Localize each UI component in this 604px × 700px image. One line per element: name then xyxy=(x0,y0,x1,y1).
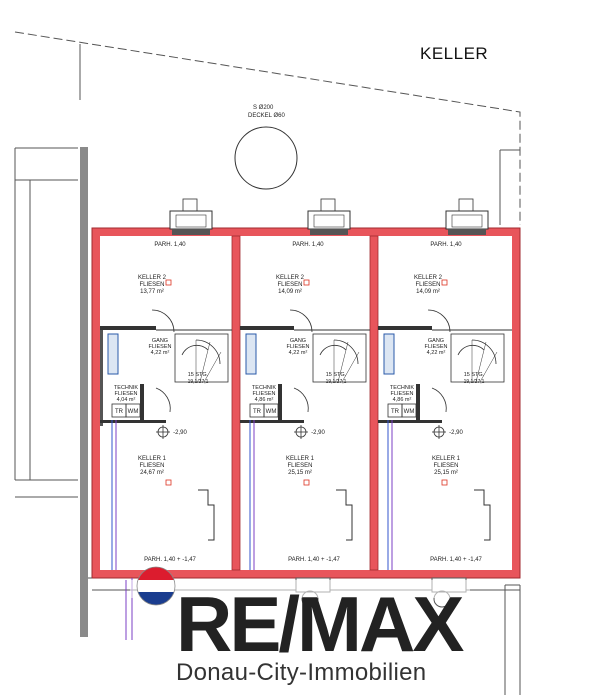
unit-3-keller2-area: 14,09 m² xyxy=(416,289,440,295)
unit-1-gang-floor: FLIESEN xyxy=(149,344,172,350)
unit-3-stairs-ratio: 19,1/27,1 xyxy=(464,379,485,385)
shaft-circle xyxy=(234,126,298,190)
light-well-2 xyxy=(307,198,351,235)
unit-1 xyxy=(100,279,232,570)
unit-1-gang-area: 4,22 m² xyxy=(151,350,170,356)
unit-2-stairs: 15 STG. xyxy=(326,372,347,378)
unit-3-keller1-name: KELLER 1 xyxy=(432,456,461,462)
unit-2-level: -2,90 xyxy=(311,430,325,436)
unit-2-gang-name: GANG xyxy=(290,338,306,344)
plan-title: KELLER xyxy=(420,44,489,63)
unit-3-stairs: 15 STG. xyxy=(464,372,485,378)
unit-3-tr: TR xyxy=(391,409,400,415)
party-wall-1 xyxy=(231,235,241,571)
unit-3-parking-top: PARH. 1,40 xyxy=(430,242,462,248)
unit-1-keller2-floor: FLIESEN xyxy=(139,282,164,288)
unit-2-technik-area: 4,86 m² xyxy=(255,397,274,403)
unit-3-keller2-name: KELLER 2 xyxy=(414,275,443,281)
unit-2-keller2-area: 14,09 m² xyxy=(278,289,302,295)
unit-2-wm: WM xyxy=(266,409,277,415)
brand-logo-text: RE/MAX xyxy=(176,580,464,668)
unit-1-keller2-name: KELLER 2 xyxy=(138,275,167,281)
unit-3-wm: WM xyxy=(404,409,415,415)
unit-1-level: -2,90 xyxy=(173,430,187,436)
balloon-logo-icon xyxy=(136,566,176,606)
unit-2-keller2-name: KELLER 2 xyxy=(276,275,305,281)
building-inner-area xyxy=(100,236,512,570)
shaft-note-line1: S Ø200 xyxy=(253,105,274,111)
unit-2-keller1-area: 25,15 m² xyxy=(288,470,312,476)
site-wall-strip xyxy=(80,147,88,637)
unit-3-technik-floor: FLIESEN xyxy=(391,391,414,397)
logo-backdrop xyxy=(130,580,470,598)
unit-1-technik-area: 4,04 m² xyxy=(117,397,136,403)
unit-2-parking-top: PARH. 1,40 xyxy=(292,242,324,248)
site-boundary xyxy=(14,31,521,695)
unit-2-keller1-name: KELLER 1 xyxy=(286,456,315,462)
unit-3-keller1-floor: FLIESEN xyxy=(433,463,458,469)
unit-1-parking-top: PARH. 1,40 xyxy=(154,242,186,248)
unit-1-technik-floor: FLIESEN xyxy=(115,391,138,397)
unit-3-gang-name: GANG xyxy=(428,338,444,344)
unit-3-gang-area: 4,22 m² xyxy=(427,350,446,356)
light-well-1 xyxy=(169,198,213,235)
unit-2-stairs-ratio: 19,1/27,1 xyxy=(326,379,347,385)
unit-2-gang-floor: FLIESEN xyxy=(287,344,310,350)
unit-2-labels: PARH. 1,40 KELLER 2 FLIESEN 14,09 m² GAN… xyxy=(252,242,347,563)
unit-2-keller2-floor: FLIESEN xyxy=(277,282,302,288)
unit-2 xyxy=(240,279,370,570)
unit-3-level: -2,90 xyxy=(449,430,463,436)
unit-1-gang-name: GANG xyxy=(152,338,168,344)
unit-1-tr: TR xyxy=(115,409,124,415)
unit-3 xyxy=(378,279,512,570)
unit-1-keller1-floor: FLIESEN xyxy=(139,463,164,469)
unit-2-technik-name: TECHNIK xyxy=(252,385,276,391)
shaft-note-line2: DECKEL Ø60 xyxy=(248,113,285,119)
party-wall-2 xyxy=(369,235,379,571)
unit-2-keller1-floor: FLIESEN xyxy=(287,463,312,469)
unit-3-technik-name: TECHNIK xyxy=(390,385,414,391)
unit-1-wm: WM xyxy=(128,409,139,415)
unit-3-technik-area: 4,86 m² xyxy=(393,397,412,403)
unit-1-labels: PARH. 1,40 KELLER 2 FLIESEN 13,77 m² GAN… xyxy=(114,242,209,563)
unit-2-parking-bottom: PARH. 1,40 + -1,47 xyxy=(288,557,340,563)
unit-1-stairs-ratio: 19,1/27,1 xyxy=(188,379,209,385)
unit-1-keller2-area: 13,77 m² xyxy=(140,289,164,295)
unit-1-keller1-name: KELLER 1 xyxy=(138,456,167,462)
unit-3-parking-bottom: PARH. 1,40 + -1,47 xyxy=(430,557,482,563)
unit-3-keller1-area: 25,15 m² xyxy=(434,470,458,476)
light-well-3 xyxy=(445,198,489,235)
unit-1-stairs: 15 STG. xyxy=(188,372,209,378)
unit-2-technik-floor: FLIESEN xyxy=(253,391,276,397)
unit-2-tr: TR xyxy=(253,409,262,415)
unit-3-labels: PARH. 1,40 KELLER 2 FLIESEN 14,09 m² GAN… xyxy=(390,242,485,563)
unit-3-keller2-floor: FLIESEN xyxy=(415,282,440,288)
brand-tagline: Donau-City-Immobilien xyxy=(176,659,427,686)
unit-1-parking-bottom: PARH. 1,40 + -1,47 xyxy=(144,557,196,563)
unit-1-technik-name: TECHNIK xyxy=(114,385,138,391)
unit-3-gang-floor: FLIESEN xyxy=(425,344,448,350)
unit-1-keller1-area: 24,67 m² xyxy=(140,470,164,476)
unit-2-gang-area: 4,22 m² xyxy=(289,350,308,356)
